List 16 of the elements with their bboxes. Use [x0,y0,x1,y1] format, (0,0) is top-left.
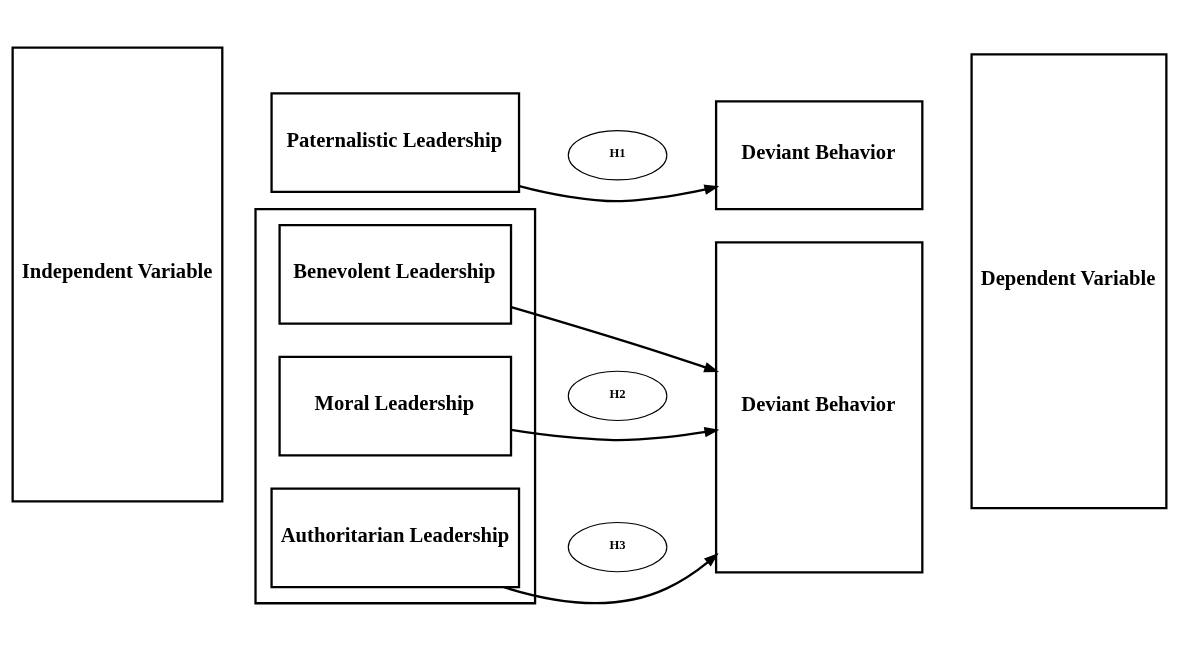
node-box: Moral Leadership [278,355,513,457]
node-box: Deviant Behavior [714,100,924,211]
node-box: Paternalistic Leadership [270,92,521,194]
node-ellipse: H2 [567,370,668,422]
node-ellipse: H1 [567,130,668,181]
cluster [254,208,537,605]
node-box: Independent Variable [11,46,224,503]
node-ellipse: H3 [567,521,668,573]
node-box: Dependent Variable [970,53,1168,510]
arrow [503,552,719,605]
node-box: Authoritarian Leadership [270,487,521,589]
node-box: Deviant Behavior [714,241,924,574]
arrow [510,306,720,373]
node-box: Benevolent Leadership [278,224,513,325]
arrow [511,427,720,442]
arrow [519,184,720,203]
